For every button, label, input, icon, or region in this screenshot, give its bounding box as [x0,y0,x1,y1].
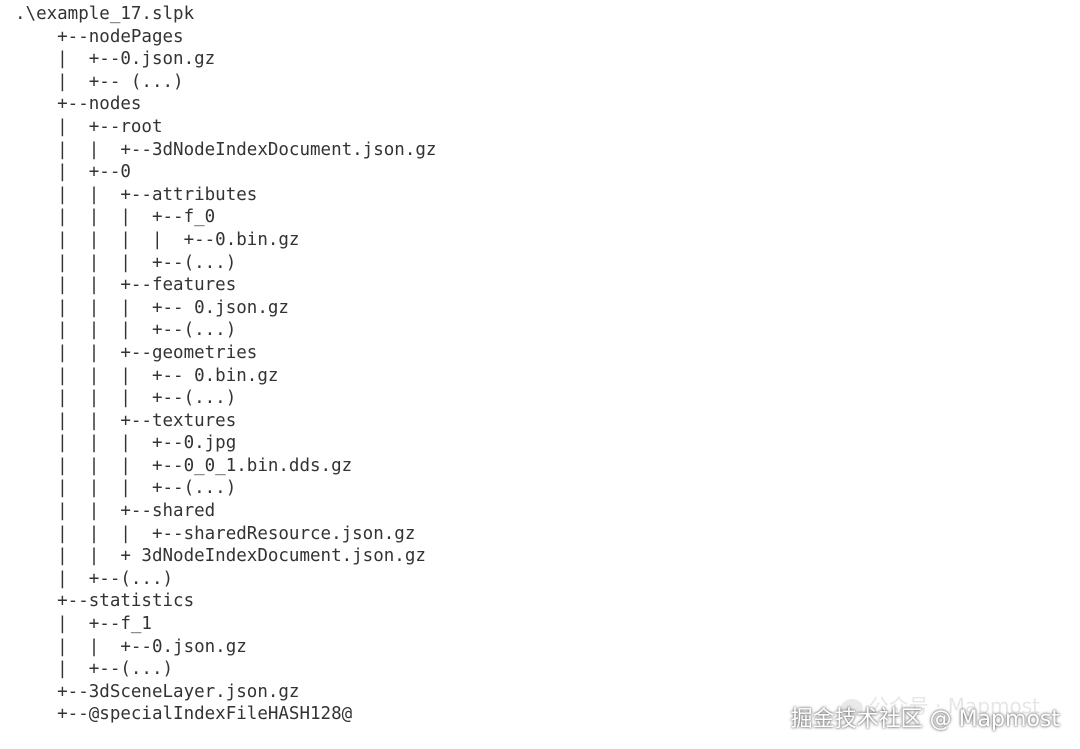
tree-line: | | +--features [15,275,237,296]
tree-line: | | +--3dNodeIndexDocument.json.gz [15,139,437,160]
tree-line: +--@specialIndexFileHASH128@ [15,704,353,725]
tree-line: | | | +--sharedResource.json.gz [15,523,416,544]
tree-line: | | | +--0_0_1.bin.dds.gz [15,455,353,476]
file-tree: .\example_17.slpk +--nodePages | +--0.js… [15,3,436,726]
wechat-icon [840,698,863,717]
tree-line: +--nodePages [15,26,184,47]
tree-line: | | | +--f_0 [15,207,216,228]
tree-line: | | +--geometries [15,342,258,363]
tree-line: | | +--textures [15,410,237,431]
tree-line: +--statistics [15,591,195,612]
tree-line: | | +--shared [15,501,216,522]
tree-line: | | | +--(...) [15,252,237,273]
tree-line: | | +--attributes [15,184,258,205]
watermark-background: 公众号 · Mapmost [840,690,1040,719]
watermark: 掘金技术社区 @ Mapmost [790,707,1060,732]
tree-line: | | | +--0.jpg [15,433,237,454]
tree-line: .\example_17.slpk [15,4,195,24]
tree-line: | +--(...) [15,568,174,589]
tree-line: | | + 3dNodeIndexDocument.json.gz [15,546,426,567]
tree-line: | +--f_1 [15,614,152,635]
watermark-back-text: 公众号 · Mapmost [868,694,1040,718]
tree-line: +--nodes [15,94,142,115]
tree-line: | +--0.json.gz [15,49,216,70]
tree-line: | +--root [15,116,163,137]
tree-line: | +-- (...) [15,71,184,92]
tree-line: | | +--0.json.gz [15,636,247,657]
tree-line: | | | +--(...) [15,320,237,341]
tree-line: | | | +-- 0.json.gz [15,297,289,318]
tree-line: | | | +--(...) [15,478,237,499]
tree-line: +--3dSceneLayer.json.gz [15,681,300,702]
tree-line: | | | | +--0.bin.gz [15,229,300,250]
tree-line: | | | +--(...) [15,388,237,409]
tree-line: | | | +-- 0.bin.gz [15,365,279,386]
tree-line: | +--(...) [15,659,174,680]
tree-line: | +--0 [15,162,131,183]
